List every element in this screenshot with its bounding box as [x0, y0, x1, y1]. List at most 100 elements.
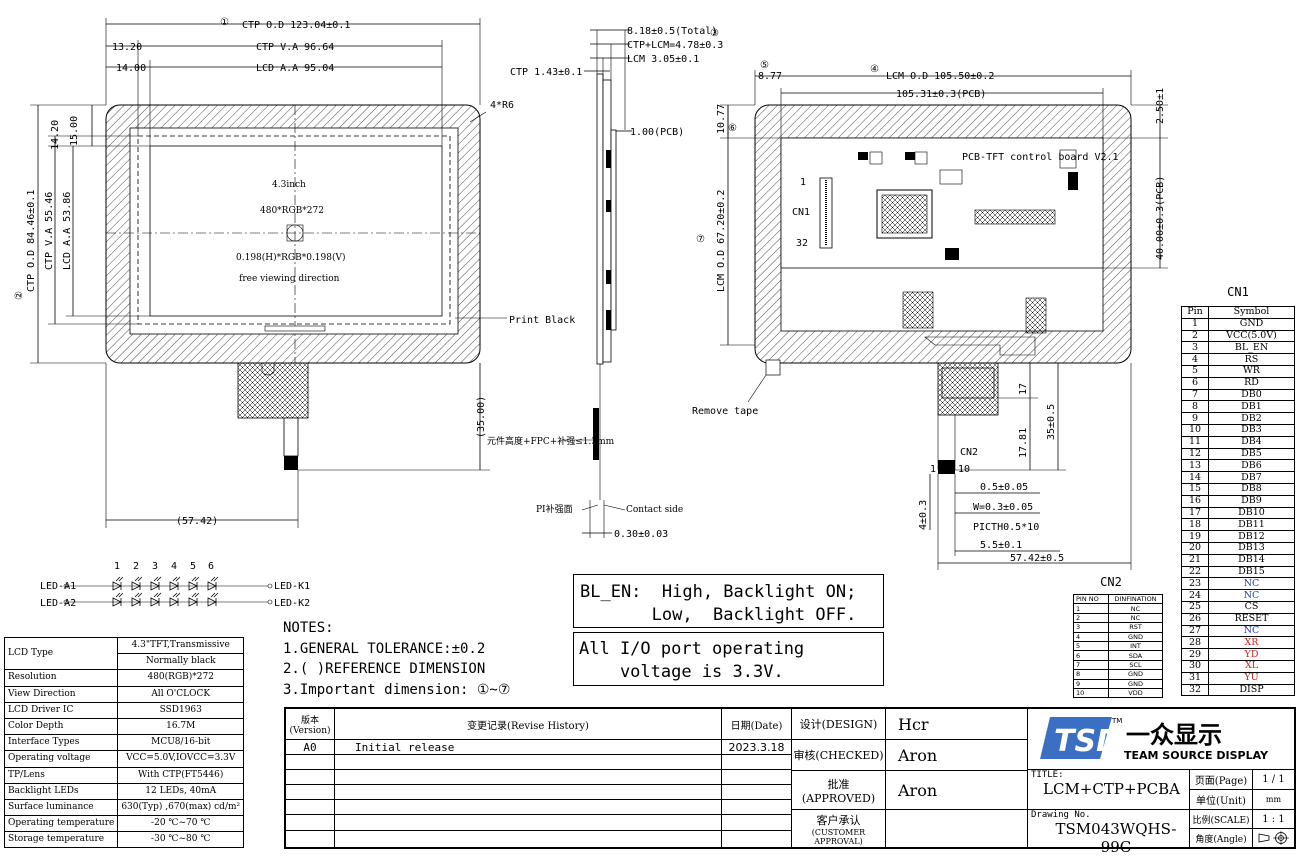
date-head: 日期(Date) — [721, 708, 792, 740]
scale-value: 1 : 1 — [1252, 809, 1295, 829]
cn1-symbol: BL_EN — [1208, 341, 1295, 355]
cn2-head-pin: PIN NO — [1073, 593, 1109, 605]
dim-0-5: 0.5±0.05 — [980, 482, 1028, 493]
spec-key: Color Depth — [3, 717, 119, 736]
cn1-pin: 22 — [1181, 565, 1209, 579]
spec-value: SSD1963 — [117, 701, 245, 719]
page-value: 1 / 1 — [1252, 769, 1295, 790]
cn2-definition: INT — [1108, 640, 1163, 652]
corner-radius: 4*R6 — [490, 100, 514, 111]
led-diode-icon — [169, 576, 181, 591]
cn1-pin: 10 — [1181, 423, 1209, 437]
design-value: Hcr — [885, 708, 1028, 740]
title-value: LCM+CTP+PCBA — [1043, 780, 1180, 798]
cn2-pin: 5 — [1073, 640, 1109, 652]
cn1-symbol: DB2 — [1208, 412, 1295, 425]
led-diode-icon — [207, 592, 219, 607]
customer-label-en: (CUSTOMER APPROVAL) — [811, 827, 866, 846]
ver-head: 版本 (Version) — [285, 708, 335, 740]
print-black: Print Black — [509, 315, 575, 326]
cn1-pin: 4 — [1181, 353, 1209, 366]
front-view — [30, 18, 507, 528]
cn2-definition: GND — [1108, 678, 1163, 689]
logo-tm: TM — [1111, 717, 1122, 725]
remove-tape: Remove tape — [692, 406, 758, 417]
page-label: 页面(Page) — [1189, 769, 1253, 790]
spec-value: 12 LEDs, 40mA — [117, 782, 245, 800]
cn1-pin: 21 — [1181, 553, 1209, 567]
cn1-pin: 24 — [1181, 589, 1209, 602]
customer-label: 客户承认 (CUSTOMER APPROVAL) — [791, 809, 886, 848]
cn1-pin: 28 — [1181, 636, 1209, 650]
cn2-pin: 10 — [1073, 687, 1109, 699]
side-view — [562, 29, 632, 538]
led-diode-icon — [169, 592, 181, 607]
cn1-symbol: DB13 — [1208, 541, 1295, 555]
spec-value: 4.3"TFT,Transmissive — [117, 636, 245, 655]
notes-title: NOTES: — [283, 620, 334, 636]
cn1-symbol: NC — [1208, 624, 1295, 638]
cn2-head-def: DINFINATION — [1108, 593, 1163, 605]
panel-size: 4.3inch — [272, 180, 306, 190]
customer-approval[interactable] — [885, 809, 1028, 848]
cn2-pin-10: 10 — [958, 464, 970, 475]
dim-fpc-length: (35.00) — [476, 396, 487, 438]
cn1-pin: 5 — [1181, 364, 1209, 378]
rev-head: 变更记录(Revise History) — [334, 708, 722, 740]
spec-value: -30 ℃~80 ℃ — [117, 831, 245, 849]
cn1-symbol: GND — [1208, 317, 1295, 331]
dim-4: 4±0.3 — [918, 500, 929, 530]
cn1-pin: 2 — [1181, 329, 1209, 343]
led-diode-icon — [207, 576, 219, 591]
bl-en-line-2: Low, Backlight OFF. — [580, 605, 857, 625]
dim-8-77: 8.77 — [758, 71, 782, 82]
bl-en-line-1: BL_EN: High, Backlight ON; — [580, 582, 857, 602]
circle-1: ① — [220, 17, 229, 28]
cn1-symbol: DB4 — [1208, 435, 1295, 449]
led-diode-icon — [112, 576, 124, 591]
dim-35: 35±0.5 — [1046, 404, 1057, 440]
spec-key: Surface luminance — [3, 798, 119, 817]
circle-7: ⑦ — [696, 234, 705, 245]
approved-value: Aron — [885, 770, 1028, 810]
led-schematic — [63, 576, 273, 607]
cn1-symbol: NC — [1208, 589, 1295, 602]
cn1-pin: 27 — [1181, 624, 1209, 638]
cn1-pin: 32 — [1181, 683, 1209, 697]
checked-label: 审核(CHECKED) — [791, 739, 886, 771]
cn2-title: CN2 — [1100, 575, 1122, 589]
cn2-pin: 3 — [1073, 622, 1109, 633]
dim-10-77: 10.77 — [716, 104, 727, 134]
cn1-pin: 15 — [1181, 482, 1209, 496]
title-label: TITLE: — [1031, 770, 1064, 780]
spec-key: Operating voltage — [3, 750, 119, 768]
table-row: Storage temperature-30 ℃~80 ℃ — [3, 831, 245, 849]
date-value: 2023.3.18 — [721, 739, 792, 755]
cn1-pin: 9 — [1181, 412, 1209, 425]
led-num-5: 5 — [190, 561, 196, 572]
pi-stiffener: PI补强面 — [536, 503, 573, 515]
cn1-pin: 6 — [1181, 376, 1209, 390]
cn1-pin: 11 — [1181, 435, 1209, 449]
led-diode-icon — [188, 576, 200, 591]
cn1-symbol: DB14 — [1208, 553, 1295, 567]
led-diode-icon — [112, 592, 124, 607]
dim-lcm-od-v: LCM O.D 67.20±0.2 — [716, 190, 727, 292]
logo-mark: TSD — [1054, 724, 1121, 759]
